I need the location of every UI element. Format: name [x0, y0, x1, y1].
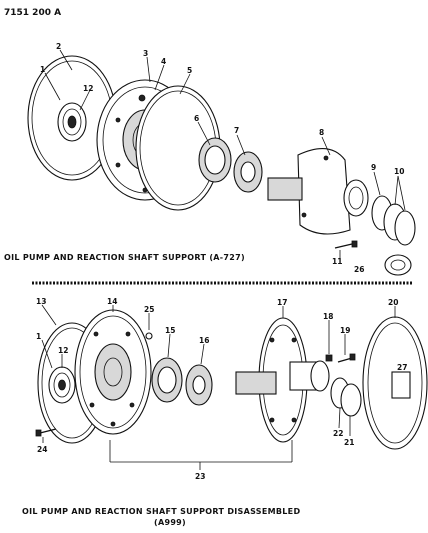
bushing-27: [391, 371, 411, 399]
top-caption: OIL PUMP AND REACTION SHAFT SUPPORT (A-7…: [4, 253, 245, 262]
bottom-caption-line1: OIL PUMP AND REACTION SHAFT SUPPORT DISA…: [22, 507, 300, 516]
callout-b12: 12: [58, 346, 68, 355]
top-leader-lines: [44, 49, 406, 258]
callout-26: 26: [354, 265, 364, 274]
bracket-23: [109, 440, 293, 470]
callout-2: 2: [56, 42, 61, 51]
callout-b27: 27: [397, 363, 407, 372]
callout-b17: 17: [277, 298, 287, 307]
bottom-reaction-shaft: [235, 371, 277, 395]
callout-b23: 23: [195, 472, 205, 481]
callout-4: 4: [161, 57, 166, 66]
bottom-callouts: 1 12 13 14 15 16 17 18 19 20 21 22 23 24…: [36, 297, 407, 481]
callout-9: 9: [371, 163, 376, 172]
callout-b1: 1: [36, 332, 41, 341]
callout-b22: 22: [333, 429, 343, 438]
callout-5: 5: [187, 66, 192, 75]
bottom-leader-lines: [41, 304, 396, 443]
callout-b24: 24: [37, 445, 47, 454]
callout-6: 6: [194, 114, 199, 123]
callout-11: 11: [332, 257, 342, 266]
seal-ring-22: [340, 383, 362, 417]
reaction-shaft: [267, 177, 303, 201]
callout-b16: 16: [199, 336, 209, 345]
callout-8: 8: [319, 128, 324, 137]
callout-b25: 25: [144, 305, 154, 314]
callout-7: 7: [234, 126, 239, 135]
seal-ring-10b: [394, 210, 416, 246]
callout-b15: 15: [165, 326, 175, 335]
callout-3: 3: [143, 49, 148, 58]
callout-12: 12: [83, 84, 93, 93]
bottom-assembly: [35, 309, 428, 450]
callout-b18: 18: [323, 312, 333, 321]
callout-b21: 21: [344, 438, 354, 447]
reference-number: 7151 200 A: [4, 8, 61, 18]
bolt-24: [39, 428, 57, 434]
reaction-shaft-support: [297, 148, 351, 235]
top-assembly: [27, 55, 416, 276]
callout-b14: 14: [107, 297, 117, 306]
small-o-ring-25: [145, 332, 153, 340]
bottom-caption-line2: (A999): [154, 518, 186, 527]
bolt-11: [334, 243, 353, 249]
callout-b20: 20: [388, 298, 398, 307]
callout-10: 10: [394, 167, 404, 176]
callout-1: 1: [40, 65, 45, 74]
callout-b13: 13: [36, 297, 46, 306]
callout-b19: 19: [340, 326, 350, 335]
nut-18: [325, 354, 333, 362]
bushing-26: [384, 254, 412, 276]
top-callouts: 1 2 3 4 5 6 7 8 9 10 11 12 26: [40, 42, 404, 274]
